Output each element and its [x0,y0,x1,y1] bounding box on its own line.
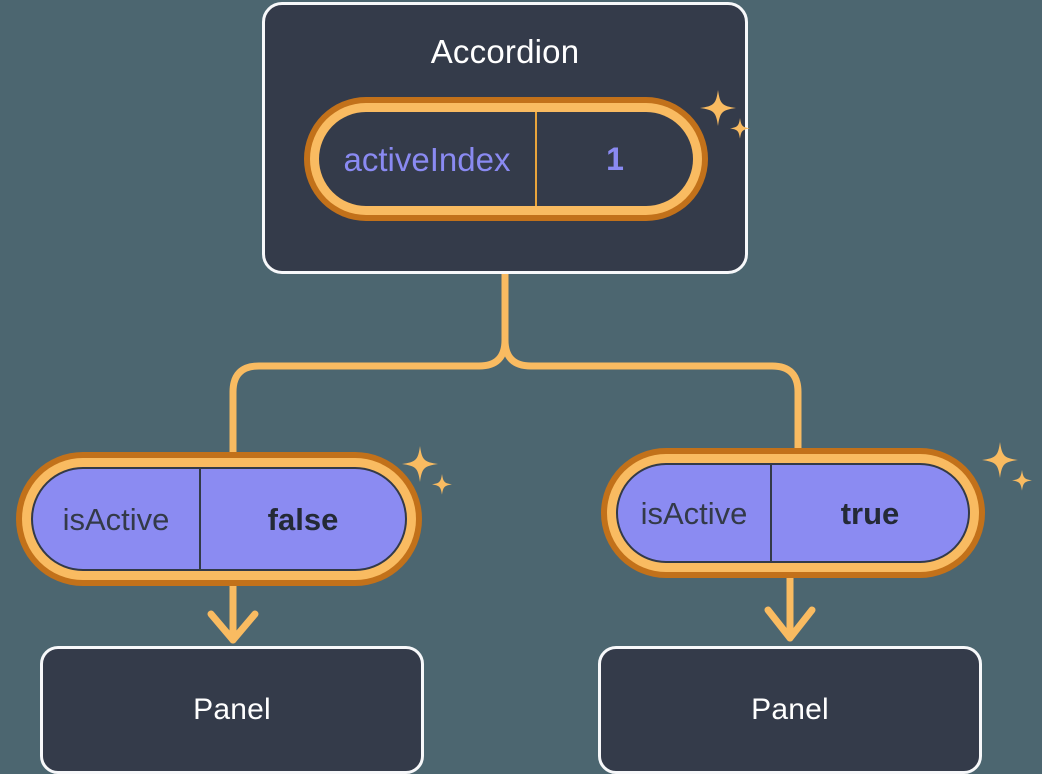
pill-outer-ring: activeIndex 1 [304,97,708,221]
pill-body: isActive false [31,467,407,571]
pill-inner-ring: isActive true [607,454,979,572]
state-pill-isactive-true[interactable]: isActive true [601,448,985,578]
pill-outer-ring: isActive false [16,452,422,586]
arrow-down-icon-right [764,606,816,642]
panel-node-right[interactable]: Panel [598,646,982,774]
state-key-label: isActive [33,469,201,569]
state-pill-activeindex[interactable]: activeIndex 1 [304,97,708,221]
pill-outer-ring: isActive true [601,448,985,578]
connector-branch-right [501,336,802,456]
panel-node-left[interactable]: Panel [40,646,424,774]
arrow-down-icon-left [207,610,259,644]
pill-inner-ring: isActive false [22,458,416,580]
state-value-label: true [840,495,900,531]
state-key-label: activeIndex [319,112,537,206]
state-key-label: isActive [618,465,772,561]
pill-body: activeIndex 1 [319,112,693,206]
pill-inner-ring: activeIndex 1 [310,103,702,215]
state-value-label: 1 [606,141,624,177]
panel-title: Panel [193,693,271,726]
state-pill-isactive-false[interactable]: isActive false [16,452,422,586]
accordion-title: Accordion [430,33,580,70]
pill-body: isActive true [616,463,970,563]
panel-title: Panel [751,693,829,726]
sparkle-icon-right [980,440,1040,500]
connector-branch-left [229,336,509,456]
state-value-label: false [267,501,339,537]
